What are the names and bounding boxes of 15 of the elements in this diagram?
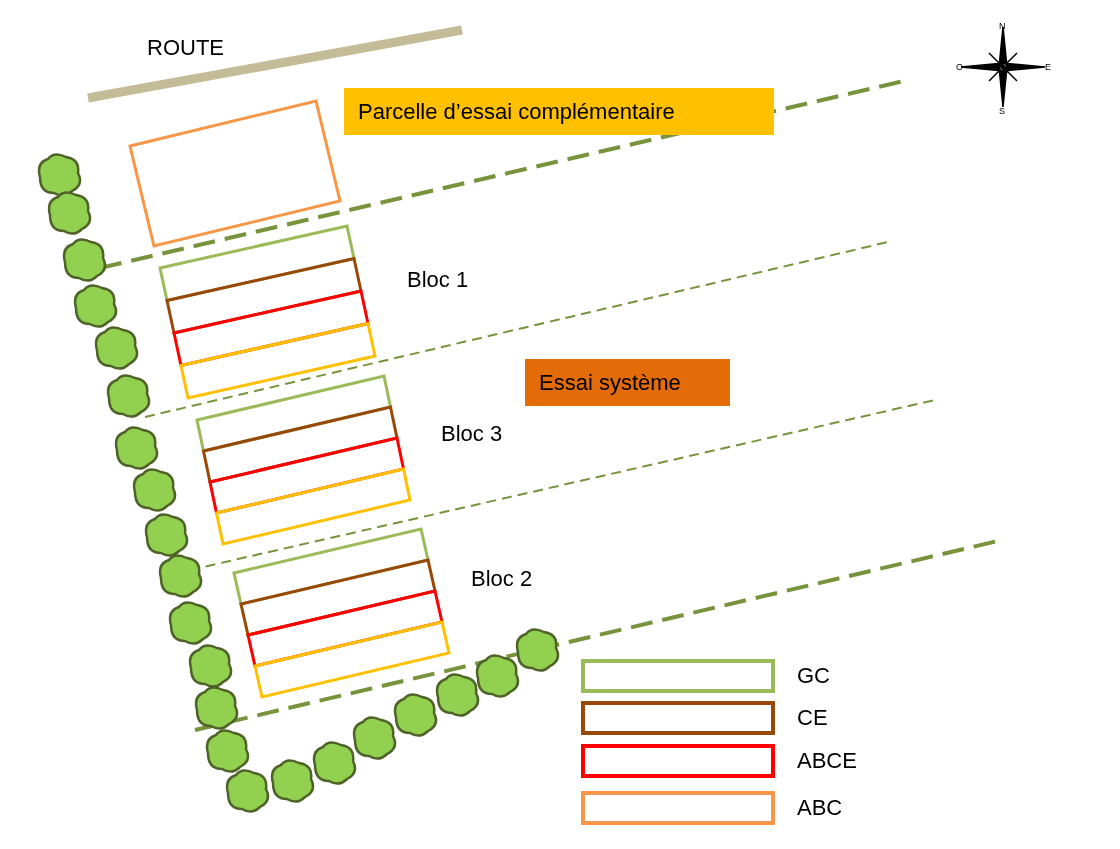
legend-label: GC xyxy=(797,665,830,687)
legend-label: CE xyxy=(797,707,828,729)
road-label: ROUTE xyxy=(147,37,224,59)
block-label: Bloc 2 xyxy=(471,568,533,590)
label-box: Parcelle d’essai complémentaire xyxy=(344,88,774,135)
legend-label: ABC xyxy=(797,797,843,819)
block-label: Bloc 1 xyxy=(407,269,469,291)
legend-label: ABCE xyxy=(797,750,857,772)
plot-outline xyxy=(128,99,342,248)
compass-letter: N xyxy=(999,22,1006,31)
label-box: Essai système xyxy=(525,359,730,406)
compass-letter: E xyxy=(1045,63,1051,72)
compass-letter: S xyxy=(999,107,1005,116)
compass-letter: O xyxy=(956,63,963,72)
block-label: Bloc 3 xyxy=(441,423,503,445)
